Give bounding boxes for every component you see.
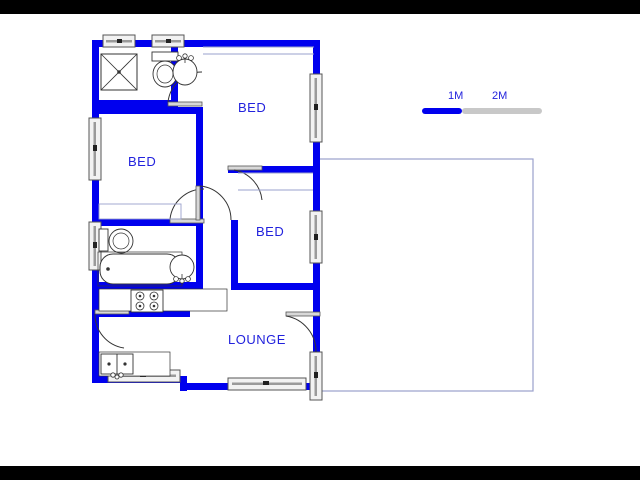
door-bed-middle — [227, 165, 263, 201]
wall-interior-bedmid-top — [228, 166, 320, 173]
fixtures — [97, 46, 314, 380]
scale-tick-label-1m: 1M — [448, 90, 464, 102]
room-label-bed-top: BED — [238, 100, 267, 115]
wall-interior-bath-mid-right — [196, 226, 203, 288]
window-top-1 — [102, 34, 136, 48]
wall-exterior-top — [92, 40, 320, 47]
scale-tick-label-2m: 2M — [492, 90, 508, 102]
window-top-2 — [151, 34, 185, 48]
window-right-bed-middle — [309, 210, 323, 264]
plot-boundary — [317, 158, 534, 392]
wall-interior-bath-mid-bottom — [92, 282, 203, 289]
scale-segment-1m — [422, 108, 462, 114]
wall-interior-kitchen-bottom — [92, 310, 190, 317]
wall-interior-bedmid-bottom — [231, 283, 320, 290]
floor-plan-canvas: BED BED BED LOUNGE 1M 2M — [0, 14, 640, 466]
builtin-cupboards — [98, 46, 314, 220]
window-bottom-lounge — [227, 377, 307, 391]
toilet-icon — [98, 228, 134, 254]
wall-interior-bedleft-right — [196, 107, 203, 185]
floor-plan-drawing — [88, 34, 534, 401]
window-right-bed-top — [309, 73, 323, 143]
window-right-lounge — [309, 351, 323, 401]
room-label-bed-left: BED — [128, 154, 157, 169]
scale-bar: 1M 2M — [420, 90, 550, 124]
doors — [94, 71, 321, 353]
wall-interior-bedmid-left — [231, 220, 238, 290]
floor-fills — [92, 40, 318, 390]
scale-segment-2m — [462, 108, 542, 114]
kitchen-sink-icon — [100, 353, 134, 380]
window-left-bed — [88, 117, 102, 181]
stove-icon — [130, 289, 164, 313]
wall-exterior-left — [92, 40, 99, 352]
wall-kitchen-left — [92, 345, 99, 383]
wall-interior-bedleft-top — [92, 107, 203, 114]
wall-interior-bath-top-bottom — [92, 100, 178, 107]
door-lounge-entrance — [285, 311, 321, 353]
door-passage-middle — [195, 185, 232, 221]
shower-icon — [100, 53, 138, 91]
room-label-bed-middle: BED — [256, 224, 285, 239]
basin-icon — [172, 53, 198, 86]
wall-interior-bedtop-left — [196, 40, 203, 47]
bathtub-icon — [97, 251, 183, 287]
room-label-lounge: LOUNGE — [228, 332, 286, 347]
basin-icon — [169, 254, 195, 284]
wall-interior-bedleft-bottom — [92, 219, 203, 226]
